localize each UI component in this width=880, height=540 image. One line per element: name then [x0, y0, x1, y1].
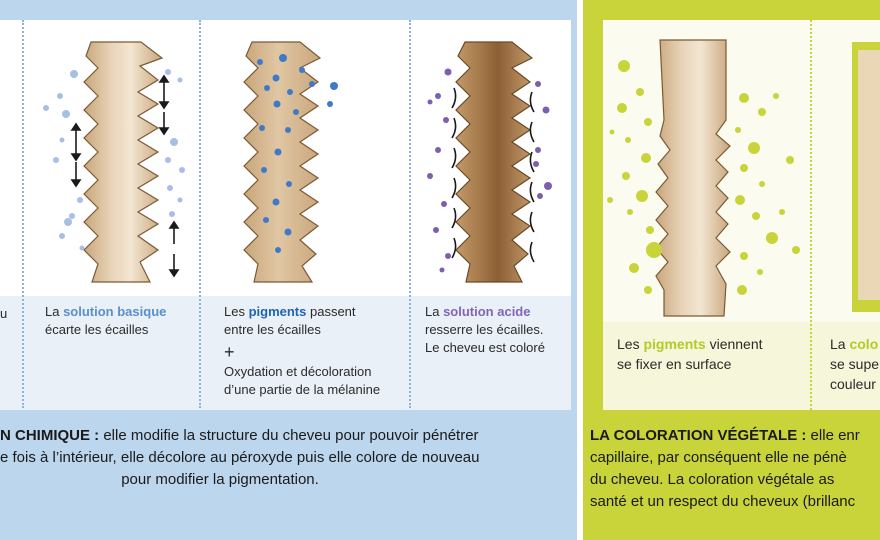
- chemical-title: N CHIMIQUE :: [0, 427, 100, 444]
- step1-caption: La solution basique écarte les écailles: [45, 304, 167, 337]
- step-divider: [199, 20, 201, 408]
- vegetal-description: LA COLORATION VÉGÉTALE : elle enr capill…: [590, 427, 860, 510]
- closing-arrows: [451, 87, 535, 263]
- acid-solution-particles: [427, 68, 552, 273]
- chemical-description: N CHIMIQUE : elle modifie la structure d…: [0, 427, 480, 488]
- hair-strand-vegetal: [655, 39, 731, 317]
- plus-sign: +: [224, 342, 235, 362]
- pigment-particles: [257, 54, 338, 253]
- basic-solution-particles: [43, 69, 185, 251]
- hair-strand-colored: [455, 41, 534, 283]
- vegetal-step1-caption: Les pigments viennent se fixer en surfac…: [617, 336, 763, 372]
- step2-caption-oxidation: Oxydation et décoloration d’une partie d…: [224, 364, 381, 397]
- opening-arrows: [70, 74, 180, 278]
- pigments-label: pigments: [248, 304, 307, 319]
- chemical-caption-strip: [0, 296, 571, 410]
- acid-solution-label: solution acide: [443, 304, 531, 319]
- step-divider: [409, 20, 411, 408]
- hair-strand-open-scales: [83, 41, 164, 283]
- vegetal-caption-strip: [603, 322, 880, 410]
- vegetal-pigments-label: pigments: [643, 336, 706, 352]
- step0-caption-fragment: u: [0, 306, 8, 321]
- vegetal-title: LA COLORATION VÉGÉTALE :: [590, 427, 807, 444]
- hair-strand-pigments: [243, 41, 322, 283]
- step-divider: [22, 20, 24, 408]
- basic-solution-label: solution basique: [63, 304, 167, 319]
- step2-caption: Les pigments passent entre les écailles: [224, 304, 356, 337]
- step3-caption: La solution acide resserre les écailles.…: [425, 304, 545, 355]
- vegetal-step2-caption: La colo se supe couleur: [830, 336, 880, 392]
- vegetal-pigment-particles: [607, 60, 800, 295]
- step-divider: [810, 20, 812, 410]
